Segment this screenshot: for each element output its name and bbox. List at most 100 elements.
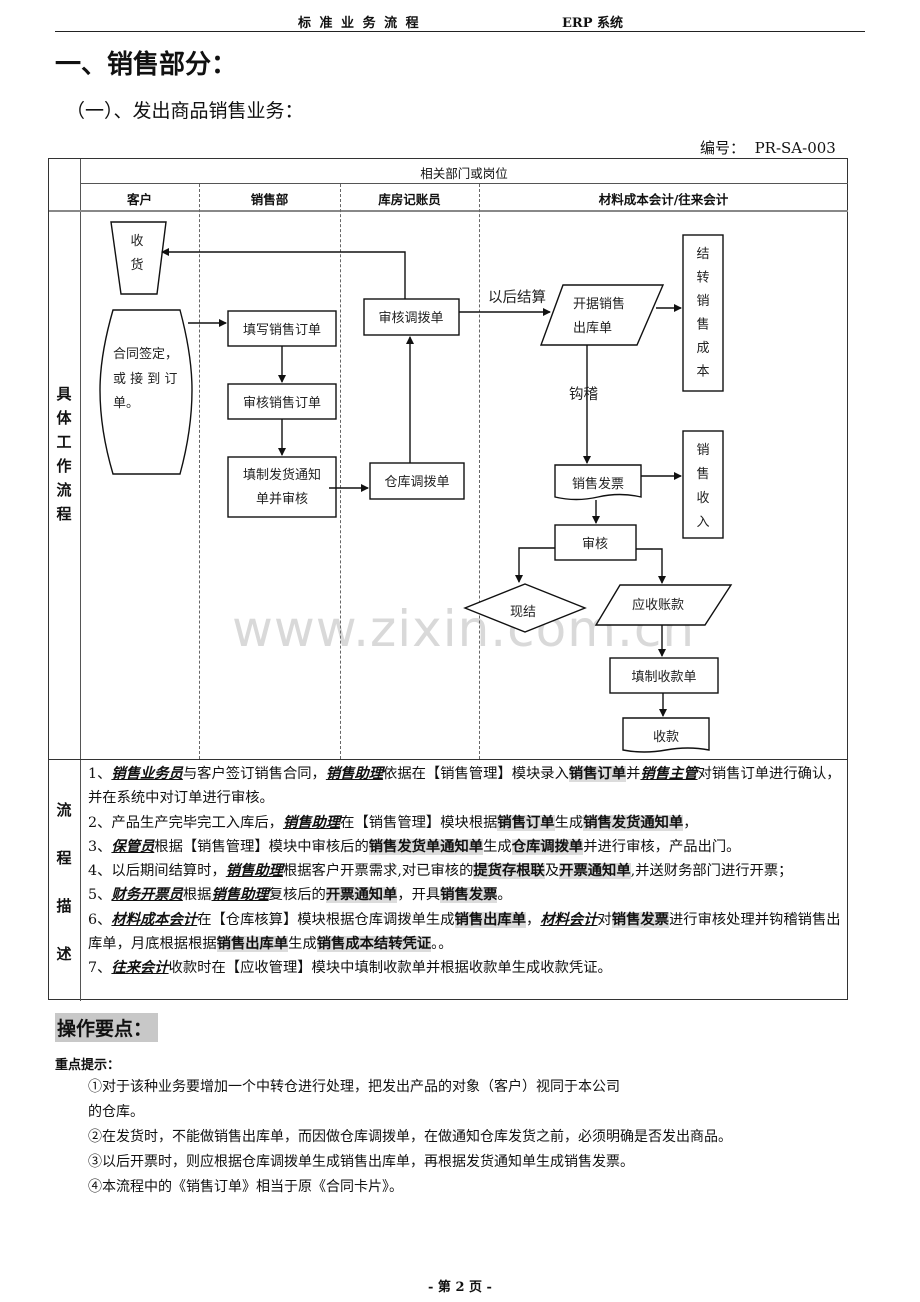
row-label-char: 述 (56, 945, 72, 963)
description-text: 。。 (431, 936, 453, 953)
document-name: 销售发票 (440, 887, 498, 904)
role-name: 财务开票员 (111, 887, 183, 904)
document-code-value: PR-SA-003 (754, 139, 836, 157)
audit-box (554, 524, 637, 561)
gouji-label: 钩稽 (569, 386, 598, 403)
process-table: 相关部门或岗位 客户 销售部 库房记账员 材料成本会计/往来会计 (48, 158, 848, 1001)
section-title: 一、销售部分： (55, 50, 238, 80)
description-text: 生成 (288, 936, 317, 953)
column-header-sales: 销售部 (250, 192, 289, 207)
receive-goods-shape (110, 221, 167, 295)
description-item: 2、产品生产完毕完工入库后，销售助理在【销售管理】模块根据销售订单生成销售发货通… (88, 811, 844, 835)
fill-order-label: 填写销售订单 (243, 322, 321, 338)
row-label-char: 具 (56, 385, 72, 403)
vertical-char: 售 (696, 317, 709, 333)
document-name: 销售发货单通知单 (368, 838, 484, 855)
receipt-shape (622, 717, 710, 753)
key-tips-list: ①对于该种业务要增加一个中转仓进行处理，把发出产品的对象（客户）视同于本公司 的… (88, 1075, 868, 1200)
description-text: 依据在【销售管理】模块录入 (383, 766, 569, 782)
description-text: 对 (597, 911, 612, 928)
page-number: - 第 2 页 - (428, 1280, 492, 1295)
lane-divider-2 (340, 184, 341, 759)
tip-item: ①对于该种业务要增加一个中转仓进行处理，把发出产品的对象（客户）视同于本公司 (88, 1079, 620, 1095)
role-name: 销售助理 (282, 814, 341, 831)
description-text: 。 (497, 887, 512, 904)
description-text: 并 (626, 766, 641, 782)
vertical-char: 销 (696, 294, 709, 309)
description-item: 1、销售业务员与客户签订销售合同，销售助理依据在【销售管理】模块录入销售订单并销… (88, 762, 844, 811)
document-code: 编号： PR-SA-003 (700, 137, 836, 158)
document-name: 销售发货通知单 (583, 814, 684, 831)
document-name: 销售成本结转凭证 (316, 936, 432, 953)
arrow-audit-to-cash (515, 547, 555, 583)
operation-points-title: 操作要点： (55, 1013, 159, 1042)
role-name: 保管员 (111, 838, 155, 855)
review-transfer-label: 审核调拨单 (378, 311, 443, 326)
description-text: 在【仓库核算】模块根据仓库调拨单生成 (197, 911, 455, 928)
lane-divider-3 (479, 184, 480, 759)
document-name: 销售出库单 (454, 911, 527, 928)
description-text: 2、产品生产完毕完工入库后， (88, 814, 283, 831)
document-name: 提货存根联 (473, 863, 545, 880)
document-name: 销售订单 (568, 766, 627, 782)
role-name: 材料成本会计 (111, 911, 198, 928)
column-header-customer: 客户 (126, 192, 152, 207)
description-text: 5、 (88, 887, 112, 904)
arrow-transfer-to-receive (161, 248, 406, 299)
row-label-char: 程 (56, 505, 72, 523)
cash-settle-label: 现结 (510, 605, 536, 620)
description-text: 与客户签订销售合同， (182, 766, 326, 782)
vertical-char: 收 (696, 491, 709, 506)
group-header: 相关部门或岗位 (420, 166, 508, 181)
vertical-char: 销 (696, 443, 709, 458)
row-label-char: 程 (56, 849, 72, 867)
flow-desc-divider (49, 759, 848, 760)
receipt-form-label: 填制收款单 (631, 670, 696, 685)
description-text: 4、以后期间结算时， (88, 863, 226, 880)
description-text: 3、 (88, 838, 112, 855)
invoice-shape (554, 464, 642, 501)
description-item: 6、材料成本会计在【仓库核算】模块根据仓库调拨单生成销售出库单，材料会计对销售发… (88, 908, 844, 957)
role-name: 销售业务员 (111, 766, 183, 782)
description-text: ， (526, 911, 541, 928)
document-name: 开票通知单 (559, 863, 631, 880)
tip-item: ②在发货时，不能做销售出库单，而因做仓库调拨单，在做通知仓库发货之前，必须明确是… (88, 1129, 732, 1145)
delivery-notice-box (227, 456, 337, 518)
document-code-label: 编号： (700, 139, 746, 157)
description-text: 对销售订单进行确认，并在系统中对订单进行审核。 (88, 766, 841, 807)
label-column-divider (80, 159, 81, 1001)
description-text: ，开具 (397, 887, 441, 904)
vertical-char: 售 (696, 466, 709, 482)
outbound-label-1: 开据销售 (573, 296, 625, 312)
warehouse-transfer-box (369, 462, 465, 500)
cash-settle-shape (463, 583, 587, 633)
vertical-char: 转 (696, 271, 709, 286)
receive-goods-label-2: 货 (130, 257, 143, 273)
delivery-notice-label-2: 单并审核 (256, 492, 308, 507)
receivable-shape (594, 584, 733, 626)
receivable-label: 应收账款 (632, 597, 684, 613)
document-name: 开票通知单 (325, 887, 398, 904)
description-text: 及 (544, 863, 560, 880)
row-label-char: 流 (56, 801, 72, 819)
row-label-char: 工 (56, 433, 72, 451)
header-rule (55, 31, 865, 32)
review-order-box (227, 383, 337, 420)
document-name: 销售发票 (611, 911, 669, 928)
outbound-label-2: 出库单 (573, 320, 612, 336)
description-text: 并进行审核，产品出门。 (583, 838, 741, 855)
key-tips-title: 重点提示： (55, 1058, 121, 1073)
description-text: 6、 (88, 911, 112, 928)
description-text: 根据客户开票需求,对已审核的 (282, 863, 474, 880)
outbound-order-shape (539, 284, 665, 346)
role-name: 往来会计 (111, 960, 169, 977)
description-text: 生成 (554, 814, 584, 831)
arrow-audit-to-receivable (636, 548, 666, 584)
process-description: 1、销售业务员与客户签订销售合同，销售助理依据在【销售管理】模块录入销售订单并销… (88, 762, 844, 981)
description-text: 进行审核处理并钩稽销售出库单，月底根据根据 (88, 911, 841, 953)
row-label-char: 流 (56, 481, 72, 499)
audit-label: 审核 (582, 537, 608, 552)
row-label-char: 作 (56, 457, 72, 475)
column-header-warehouse: 库房记账员 (378, 192, 441, 207)
